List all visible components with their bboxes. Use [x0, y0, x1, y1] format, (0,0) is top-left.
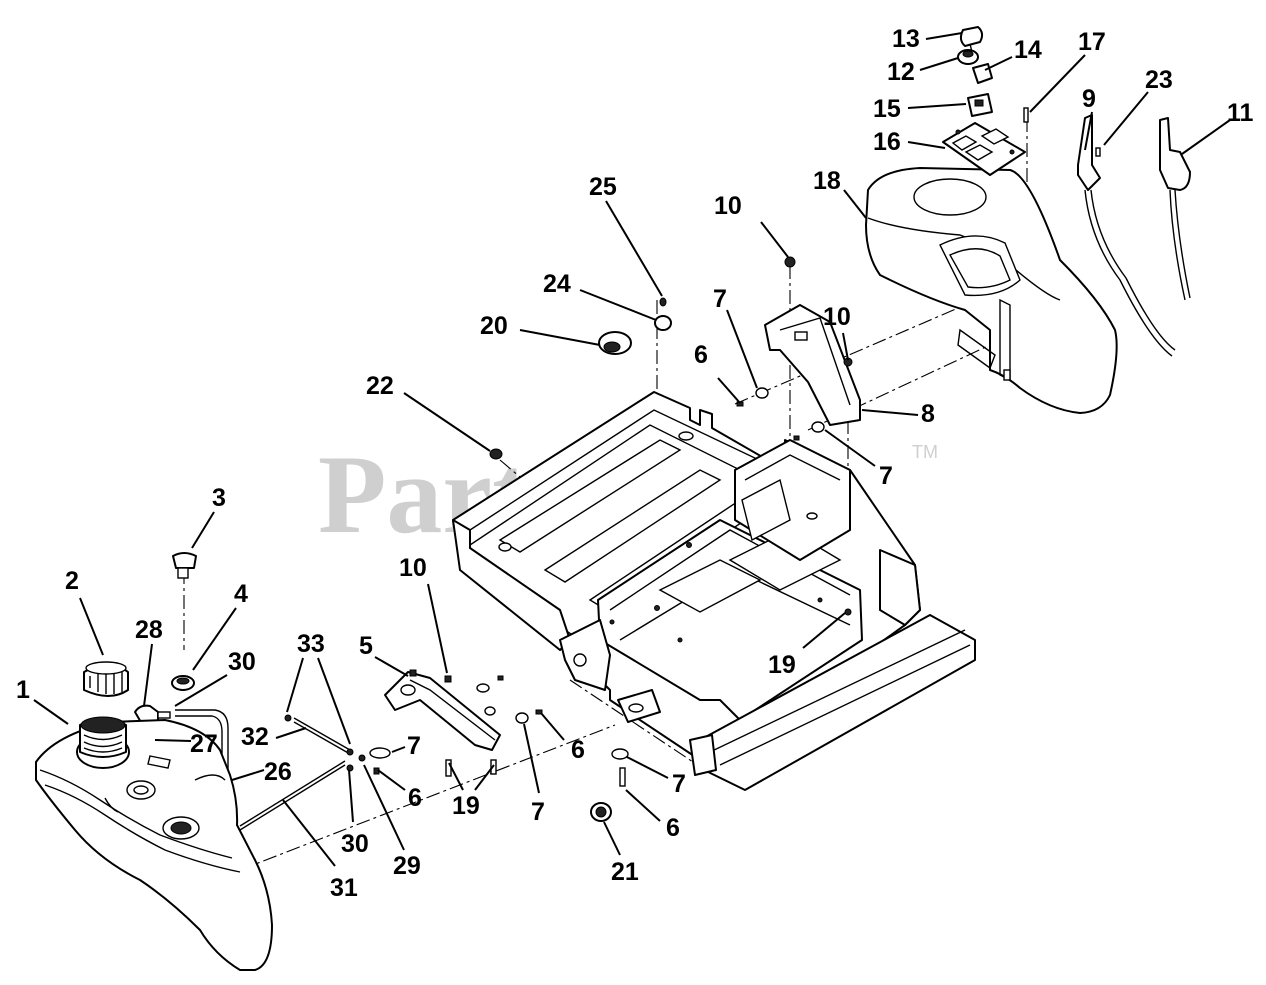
callout-24: 24 [543, 270, 571, 298]
callout-31: 31 [330, 874, 358, 902]
callout-2: 2 [65, 567, 79, 595]
callout-18: 18 [813, 167, 841, 195]
callout-3: 3 [212, 484, 226, 512]
callout-4: 4 [234, 580, 248, 608]
callout-15: 15 [873, 95, 901, 123]
callout-1: 1 [16, 676, 30, 704]
callout-22: 22 [366, 372, 394, 400]
callout-25: 25 [589, 173, 617, 201]
callout-7-right: 7 [879, 462, 893, 490]
callout-16: 16 [873, 128, 901, 156]
callout-14: 14 [1014, 36, 1042, 64]
grommets [489, 297, 672, 460]
callout-32: 32 [241, 723, 269, 751]
callout-10-top: 10 [714, 192, 742, 220]
callout-28: 28 [135, 616, 163, 644]
control-panel-parts [942, 26, 1029, 176]
callout-7-left: 7 [407, 732, 421, 760]
callout-10-right: 10 [823, 303, 851, 331]
callout-11: 11 [1227, 99, 1254, 127]
callout-7-top: 7 [713, 285, 727, 313]
callout-10-left: 10 [399, 554, 427, 582]
callout-23: 23 [1145, 66, 1173, 94]
callout-12: 12 [887, 58, 915, 86]
callout-33: 33 [297, 630, 325, 658]
callout-19-right: 19 [768, 651, 796, 679]
callout-5: 5 [359, 632, 373, 660]
callout-6-bottom: 6 [666, 814, 680, 842]
callout-6-left: 6 [408, 784, 422, 812]
watermark-tm: TM [912, 442, 938, 462]
callout-21: 21 [611, 858, 639, 886]
fuel-tank [35, 716, 273, 971]
callout-9: 9 [1082, 85, 1096, 113]
lower-bracket [369, 669, 629, 822]
main-frame [452, 391, 976, 791]
callout-20: 20 [480, 312, 508, 340]
control-levers [1077, 114, 1191, 357]
callout-17: 17 [1078, 28, 1106, 56]
callout-6-mid: 6 [571, 736, 585, 764]
upper-bracket [736, 256, 861, 441]
callout-30-bottom: 30 [341, 830, 369, 858]
rear-fender [865, 167, 1118, 414]
callout-7-bottom: 7 [672, 770, 686, 798]
callout-19-left: 19 [452, 792, 480, 820]
callout-27: 27 [190, 730, 218, 758]
callout-26: 26 [264, 758, 292, 786]
callouts: 1 2 3 4 5 6 6 6 6 7 7 7 7 7 8 9 10 [16, 25, 1254, 902]
callout-6-top: 6 [694, 341, 708, 369]
callout-8: 8 [921, 400, 935, 428]
callout-29: 29 [393, 852, 421, 880]
callout-13: 13 [892, 25, 920, 53]
callout-30-top: 30 [228, 648, 256, 676]
callout-7-mid: 7 [531, 798, 545, 826]
